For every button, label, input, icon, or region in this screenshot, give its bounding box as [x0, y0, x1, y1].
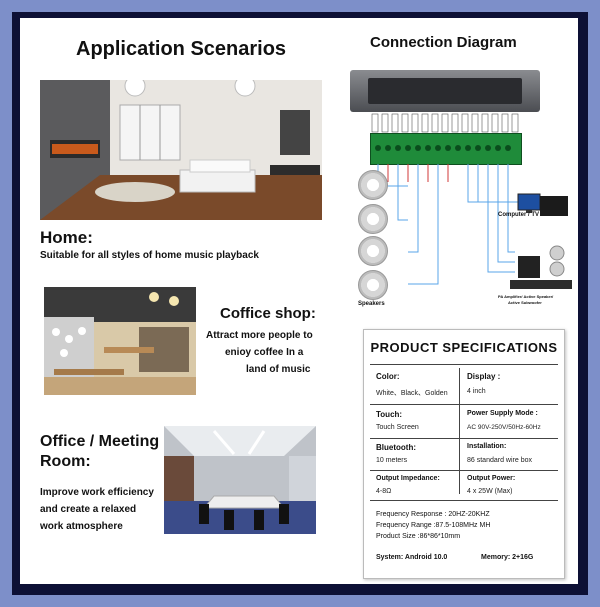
home-description: Suitable for all styles of home music pl…: [40, 250, 259, 261]
amp-label-2: Active Subwoofer: [508, 300, 542, 305]
installation-label: Installation:: [467, 443, 507, 450]
content-page: Application Scenarios Home: Suitable for…: [20, 18, 578, 584]
system-info: System: Android 10.0: [376, 554, 448, 561]
output-impedance-value: 4-8Ω: [376, 488, 392, 495]
color-label: Color:: [376, 372, 400, 381]
amp-label-1: PA Amplifier/ Active Speaker/: [498, 294, 554, 299]
diagram-title: Connection Diagram: [370, 34, 517, 51]
speaker-3: [358, 236, 388, 266]
wiring-diagram: [371, 113, 572, 289]
home-photo: [40, 80, 322, 220]
computer-tv-label: Computer / TV: [498, 212, 540, 218]
specs-title: PRODUCT SPECIFICATIONS: [370, 340, 558, 355]
office-line2: and create a relaxed: [40, 504, 137, 515]
frequency-range: Frequency Range :87.5-108MHz MH: [376, 522, 491, 529]
speaker-2: [358, 204, 388, 234]
power-supply-label: Power Supply Mode :: [467, 410, 538, 417]
speaker-4: [358, 270, 388, 300]
touch-label: Touch:: [376, 410, 403, 419]
coffee-heading: Coffice shop:: [220, 305, 316, 322]
frequency-response: Frequency Response : 20HZ-20KHZ: [376, 511, 490, 518]
display-label: Display :: [467, 372, 501, 381]
coffee-photo: [44, 287, 196, 395]
office-line3: work atmosphere: [40, 521, 123, 532]
panel-screen: [368, 78, 522, 104]
color-value: White、Black、Golden: [376, 390, 448, 397]
specifications-box: PRODUCT SPECIFICATIONS Color: White、Blac…: [363, 329, 565, 579]
output-impedance-label: Output Impedance:: [376, 475, 440, 482]
coffee-line1: Attract more people to: [206, 330, 313, 341]
product-size: Product Size :86*86*10mm: [376, 533, 461, 540]
touch-value: Touch Screen: [376, 424, 419, 431]
office-heading-line1: Office / Meeting: [40, 433, 160, 450]
control-panel-device: [350, 70, 540, 112]
display-value: 4 inch: [467, 388, 486, 395]
speaker-1: [358, 170, 388, 200]
coffee-line3: land of music: [246, 364, 311, 375]
coffee-line2: enioy coffee In a: [225, 347, 304, 358]
output-power-label: Output Power:: [467, 475, 516, 482]
office-photo: [164, 426, 316, 534]
scenarios-title: Application Scenarios: [76, 38, 287, 60]
office-line1: Improve work efficiency: [40, 487, 154, 498]
memory-info: Memory: 2+16G: [481, 554, 534, 561]
home-heading: Home:: [40, 228, 93, 247]
power-supply-value: AC 90V-250V/50Hz-60Hz: [467, 424, 541, 431]
output-power-value: 4 x 25W (Max): [467, 488, 513, 495]
installation-value: 86 standard wire box: [467, 457, 532, 464]
speakers-label: Speakers: [358, 301, 385, 307]
bluetooth-label: Bluetooth:: [376, 443, 416, 452]
office-heading-line2: Room:: [40, 453, 91, 470]
bluetooth-value: 10 meters: [376, 457, 408, 464]
